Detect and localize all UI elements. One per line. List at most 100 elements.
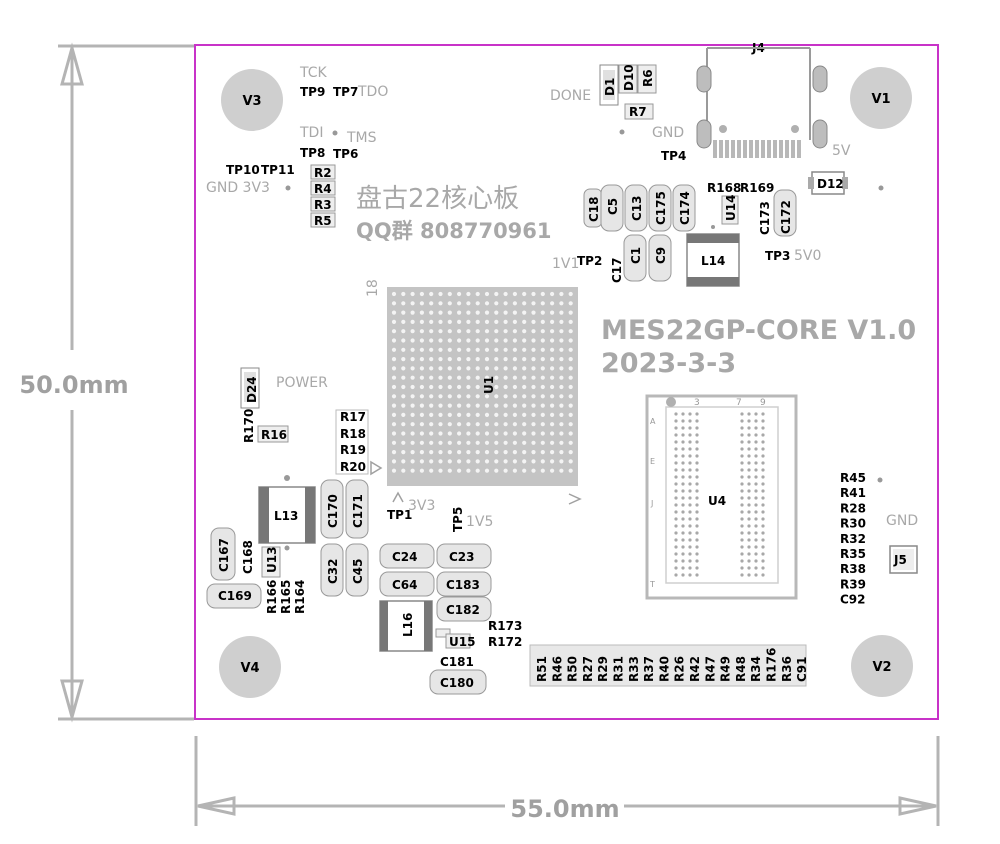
bga-ball bbox=[401, 338, 406, 343]
r3-label: R3 bbox=[314, 198, 332, 212]
bga-ball bbox=[401, 366, 406, 371]
c167-label: C167 bbox=[217, 538, 231, 572]
resistor-r7: R7 bbox=[624, 103, 654, 120]
bga-ball bbox=[429, 412, 434, 417]
bga-ball bbox=[550, 366, 555, 371]
u4-pin3: 3 bbox=[694, 398, 700, 408]
usb-connector-j4: J4 bbox=[696, 41, 828, 158]
bga-ball bbox=[438, 384, 443, 390]
bga-ball bbox=[401, 291, 406, 297]
board-qq-group: QQ群 808770961 bbox=[356, 219, 552, 243]
bottom-row-ref: R33 bbox=[627, 656, 641, 682]
u4-pad bbox=[688, 412, 692, 416]
u4-pad bbox=[688, 559, 692, 563]
bga-ball bbox=[391, 375, 397, 380]
silk-5v0: 5V0 bbox=[794, 248, 821, 264]
bga-ball bbox=[484, 366, 490, 371]
bga-ball bbox=[410, 357, 415, 362]
bga-ball bbox=[410, 468, 415, 473]
u4-pad bbox=[740, 503, 744, 507]
bga-ball bbox=[391, 450, 397, 455]
r7-label: R7 bbox=[629, 105, 647, 119]
bga-ball bbox=[419, 394, 424, 399]
bga-ball bbox=[401, 347, 406, 352]
bga-ball bbox=[559, 375, 564, 380]
u4-pad bbox=[674, 517, 678, 521]
bga-ball bbox=[550, 403, 555, 408]
d12-label: D12 bbox=[817, 177, 844, 191]
u4-pad bbox=[681, 496, 685, 500]
u4-pad bbox=[747, 433, 751, 437]
tp6-label: TP6 bbox=[333, 147, 358, 161]
bga-ball bbox=[568, 357, 573, 362]
bga-ball bbox=[494, 394, 499, 399]
bga-ball bbox=[410, 347, 415, 352]
bga-ball bbox=[531, 347, 536, 352]
bga-ball bbox=[522, 319, 527, 324]
bga-ball bbox=[568, 468, 573, 473]
bga-ball bbox=[447, 319, 452, 324]
u4-pad bbox=[688, 566, 692, 570]
resistor-r16: R16 bbox=[257, 425, 289, 443]
bga-ball bbox=[503, 412, 508, 417]
u4-pad bbox=[681, 412, 685, 416]
bga-ball bbox=[522, 366, 527, 371]
bga-ball bbox=[419, 329, 424, 334]
u4-pad bbox=[681, 461, 685, 465]
u4-pad bbox=[761, 412, 765, 416]
bga-ball bbox=[494, 357, 499, 362]
bga-ball bbox=[429, 357, 434, 362]
bga-ball bbox=[457, 431, 462, 436]
silk-5v: 5V bbox=[832, 143, 851, 159]
led-d24: D24 bbox=[240, 367, 260, 409]
bga-ball bbox=[484, 422, 490, 427]
c183-label: C183 bbox=[446, 578, 480, 592]
c17-label: C17 bbox=[610, 257, 624, 283]
bga-ball bbox=[568, 310, 573, 315]
bga-ball bbox=[419, 459, 424, 464]
u4-pad bbox=[688, 426, 692, 430]
bga-ball bbox=[438, 375, 443, 380]
bga-ball bbox=[522, 329, 527, 334]
bga-ball bbox=[410, 440, 415, 445]
tp5-label: TP5 bbox=[451, 507, 465, 532]
bga-ball bbox=[457, 384, 462, 390]
bga-ball bbox=[466, 319, 471, 324]
u4-pad bbox=[674, 468, 678, 472]
bga-ball bbox=[494, 422, 499, 427]
u14-label: U14 bbox=[724, 195, 738, 221]
capacitor-c13: C13 bbox=[624, 184, 648, 232]
silk-gnd-top: GND bbox=[652, 125, 684, 141]
bga-ball bbox=[540, 412, 545, 417]
bga-ball bbox=[419, 468, 424, 473]
bga-ball bbox=[457, 329, 462, 334]
r165-label: R165 bbox=[279, 580, 293, 614]
u4-pad bbox=[674, 552, 678, 556]
bga-ball bbox=[410, 431, 415, 436]
bga-ball bbox=[512, 301, 518, 306]
bga-ball bbox=[447, 412, 452, 417]
r172-label: R172 bbox=[488, 635, 522, 649]
bga-ball bbox=[568, 338, 573, 343]
bga-ball bbox=[401, 301, 406, 306]
capacitor-c183: C183 bbox=[436, 571, 492, 597]
u4-pad bbox=[747, 524, 751, 528]
u4-pad bbox=[747, 426, 751, 430]
bga-ball bbox=[559, 329, 564, 334]
u4-pad bbox=[761, 489, 765, 493]
u4-pad bbox=[695, 559, 699, 563]
u4-pad bbox=[761, 426, 765, 430]
tp3-label: TP3 bbox=[765, 249, 790, 263]
c18-label: C18 bbox=[587, 196, 601, 222]
bga-ball bbox=[419, 375, 424, 380]
bga-ball bbox=[475, 440, 480, 445]
u4-pad bbox=[740, 433, 744, 437]
u4-pad bbox=[674, 496, 678, 500]
bga-ball bbox=[475, 450, 480, 455]
bga-ball bbox=[494, 301, 499, 306]
bga-ball bbox=[484, 338, 490, 343]
bga-ball bbox=[410, 394, 415, 399]
bga-ball bbox=[484, 468, 490, 473]
u4-pad-grid bbox=[674, 412, 765, 577]
